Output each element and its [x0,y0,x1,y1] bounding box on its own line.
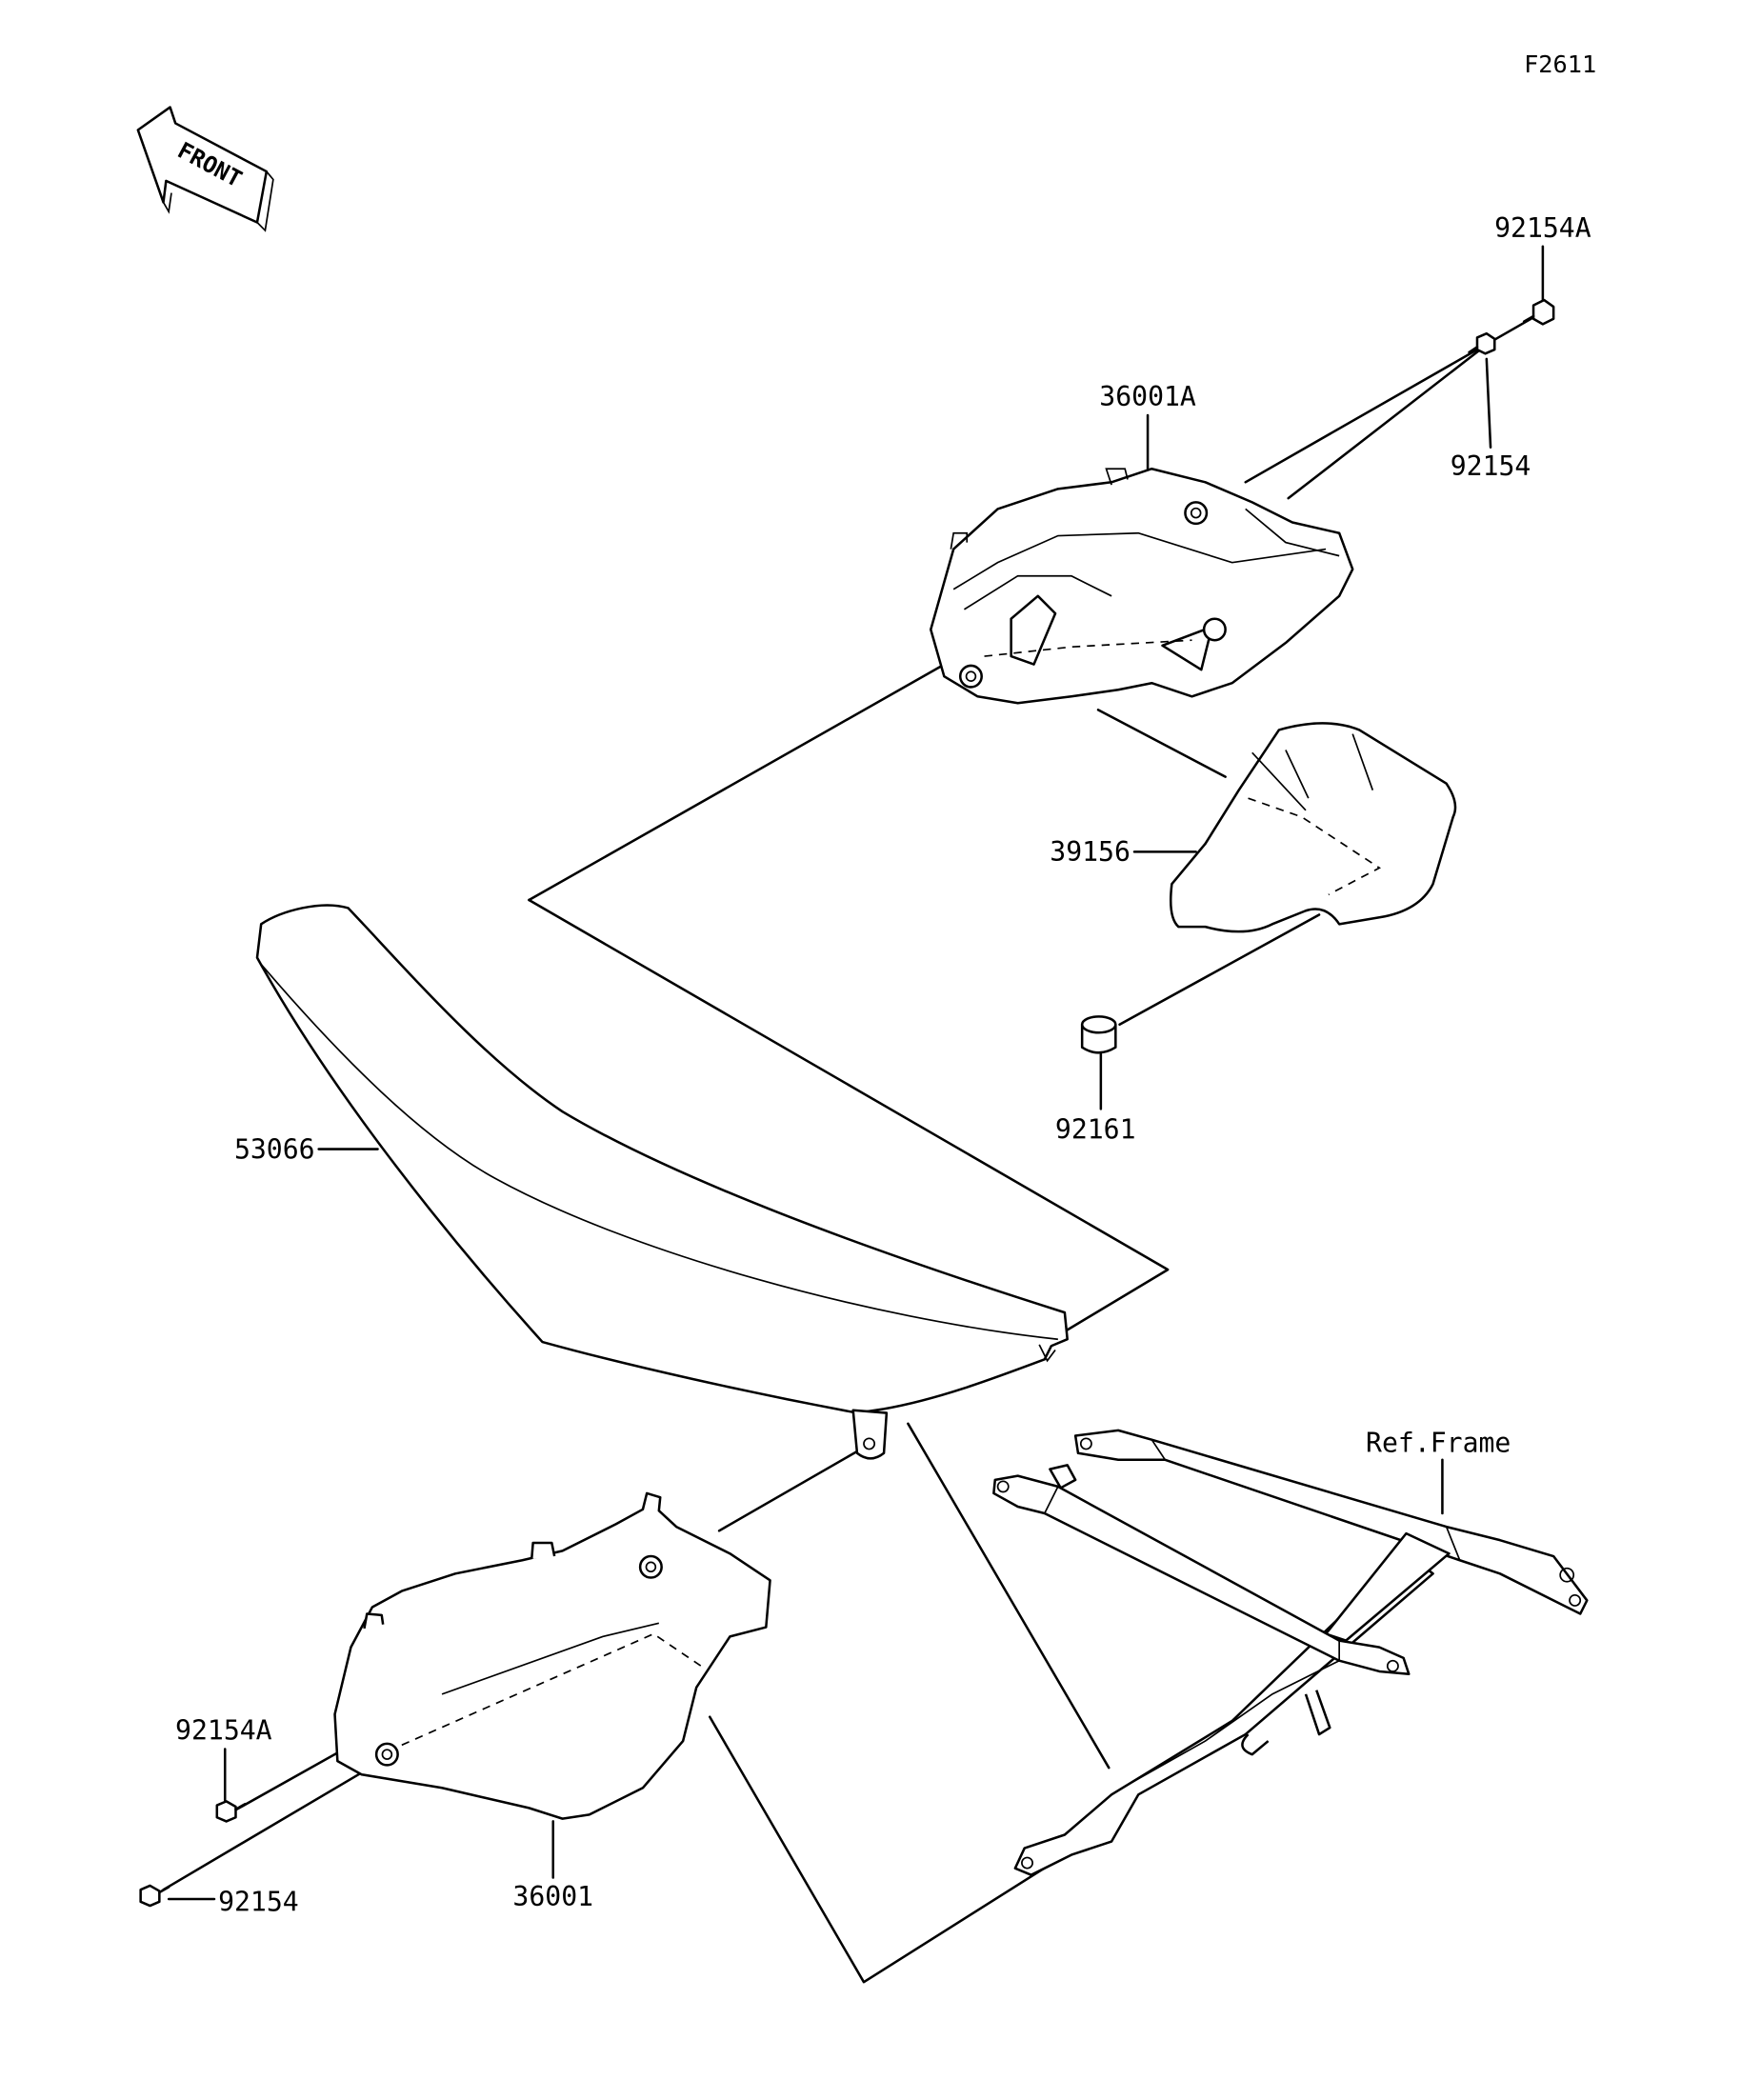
callout-92161: 92161 [1055,1113,1136,1145]
figure-id: F2611 [1524,50,1596,78]
screw-92154a-top-icon [1522,298,1555,326]
screw-92154a-bottom-icon [215,1800,247,1823]
callout-92154-bottom: 92154 [218,1887,299,1918]
screw-92154-bottom-icon [139,1884,170,1908]
front-arrow-icon: FRONT [136,106,274,232]
callout-53066: 53066 [234,1133,315,1165]
callout-36001a: 36001A [1099,381,1196,412]
leader-lines [167,245,1545,1901]
side-cover-right-drawing [930,467,1354,705]
callout-36001: 36001 [512,1881,593,1912]
side-cover-left-drawing [333,1491,771,1820]
grommet-92161-icon [1080,1015,1117,1054]
callout-92154a-top: 92154A [1494,212,1591,244]
screw-92154-top-icon [1468,331,1496,355]
pad-39156-drawing [1169,722,1457,933]
sub-frame-drawing [992,1429,1589,1876]
seat-drawing [255,904,1069,1460]
callout-ref-frame: Ref.Frame [1366,1427,1511,1458]
callout-92154-top: 92154 [1451,450,1531,482]
callout-39156: 39156 [1050,836,1131,868]
callout-92154a-bottom: 92154A [175,1715,272,1747]
